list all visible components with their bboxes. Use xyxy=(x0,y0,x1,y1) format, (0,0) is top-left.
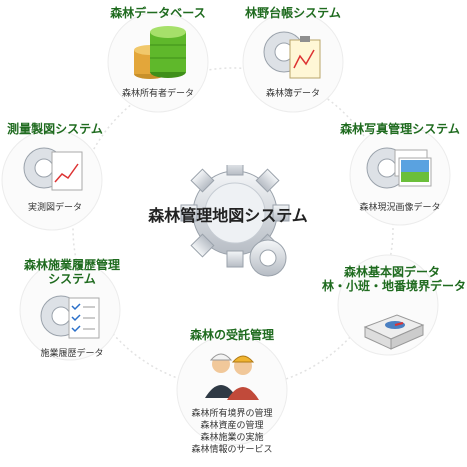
node-forest-database: 森林データベース 森林所有者データ xyxy=(98,6,218,100)
node-sub: 森林簿データ xyxy=(265,89,320,99)
node-title: 森林の受託管理 xyxy=(189,328,274,342)
stack-of-papers-icon xyxy=(363,314,425,350)
node-title-line2: システム xyxy=(48,272,96,286)
node-forest-basemap: 森林基本図データ 林・小班・地番境界データ xyxy=(322,265,467,359)
node-title: 森林基本図データ xyxy=(343,265,440,279)
node-title: 森林施業履歴管理 xyxy=(23,258,120,272)
node-sub: 森林現況画像データ xyxy=(359,203,441,213)
center-gears-icon xyxy=(180,165,290,277)
node-title: 森林データベース xyxy=(110,6,206,20)
node-sub: 施業履歴データ xyxy=(40,349,104,359)
node-title: 森林写真管理システム xyxy=(340,122,460,136)
node-title-line2: 林・小班・地番境界データ xyxy=(322,279,467,293)
workers-icon xyxy=(205,353,259,400)
node-title: 測量製図システム xyxy=(7,122,103,136)
node-sub: 実測図データ xyxy=(27,203,82,213)
node-forest-consignment: 森林の受託管理 森林所有境界の管理 森林資産の管理 森林施業の実施 森林情報のサ… xyxy=(167,328,297,456)
node-forest-work-history: 森林施業履歴管理 システム 施業履歴データ xyxy=(12,258,132,360)
node-title: 林野台帳システム xyxy=(245,6,341,20)
database-icon xyxy=(134,26,186,79)
gear-chart-icon xyxy=(23,147,83,191)
node-forest-photo: 森林写真管理システム 森林現況画像データ xyxy=(335,122,465,214)
node-sub-0: 森林所有境界の管理 xyxy=(191,409,273,419)
node-sub-2: 森林施業の実施 xyxy=(200,433,264,443)
node-sub-1: 森林資産の管理 xyxy=(200,421,264,431)
gear-photos-icon xyxy=(366,147,432,189)
node-sub: 森林所有者データ xyxy=(121,89,194,99)
gear-document-chart-icon xyxy=(263,31,321,79)
node-forest-ledger: 林野台帳システム 森林簿データ xyxy=(233,6,353,100)
gear-checklist-icon xyxy=(40,295,100,339)
node-survey-drafting: 測量製図システム 実測図データ xyxy=(0,122,110,214)
center-title: 森林管理地図システム xyxy=(148,206,308,225)
node-sub-3: 森林情報のサービス xyxy=(191,445,273,455)
